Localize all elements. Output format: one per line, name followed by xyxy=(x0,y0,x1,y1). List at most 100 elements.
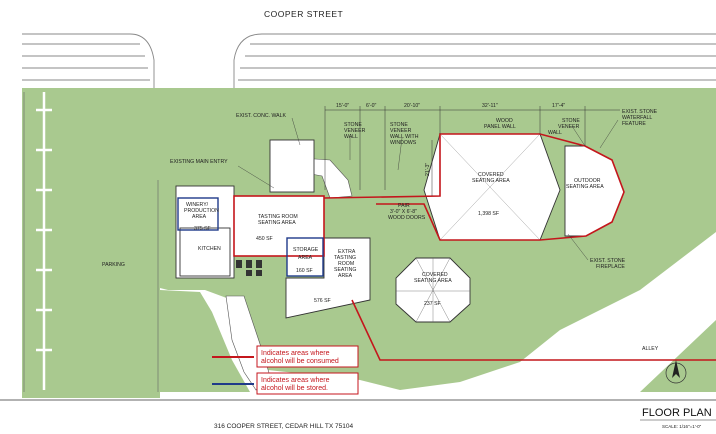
line: PANEL WALL xyxy=(484,124,516,130)
north-arrow-needle xyxy=(672,360,680,378)
line: VENEER xyxy=(558,124,580,130)
line: COVERED xyxy=(422,272,448,278)
line: VENEER xyxy=(344,128,366,134)
leader-lines xyxy=(237,117,619,261)
extra-tasting xyxy=(285,237,371,319)
room-kitchen: KITCHEN xyxy=(198,246,221,252)
line: SEATING xyxy=(334,267,356,273)
stored-outlines xyxy=(177,197,324,277)
callout-stone-veneer-2: STONE VENEER WALL xyxy=(548,118,581,136)
line: STONE xyxy=(562,118,580,124)
line: SEATING AREA xyxy=(414,278,452,284)
line: PAIR xyxy=(398,203,410,209)
leader xyxy=(237,165,275,189)
line: WINERY/ xyxy=(186,202,209,208)
line: AREA xyxy=(298,255,313,261)
line: WALL xyxy=(344,134,358,140)
room-covered-2: COVERED SEATING AREA xyxy=(414,272,452,284)
callout-wood-panel: WOOD PANEL WALL xyxy=(484,118,516,130)
line: SEATING AREA xyxy=(472,178,510,184)
fixture xyxy=(256,260,262,268)
consumed-alley-edge xyxy=(351,299,716,361)
room-extra-tasting-sf: 576 SF xyxy=(314,298,331,304)
line: AREA xyxy=(192,214,207,220)
room-covered-2-sf: 237 SF xyxy=(424,301,441,307)
line: AREA xyxy=(338,273,353,279)
parking-lines xyxy=(23,92,159,392)
diag xyxy=(439,133,541,241)
room-storage-sf: 160 SF xyxy=(296,268,313,274)
line: alcohol will be consumed xyxy=(261,358,339,365)
curb-right xyxy=(233,33,716,88)
line: WOOD xyxy=(496,118,513,124)
line: FEATURE xyxy=(622,121,646,127)
covered-diagonals xyxy=(439,133,541,241)
dim-2: 6'-0" xyxy=(366,103,376,109)
parking-label: PARKING xyxy=(102,262,125,268)
leader xyxy=(599,119,619,149)
fixture xyxy=(256,270,262,276)
fixture xyxy=(246,270,252,276)
line: Indicates areas where xyxy=(261,350,330,357)
room-tasting: TASTING ROOM SEATING AREA xyxy=(258,214,299,226)
spoke xyxy=(415,257,451,323)
kitchen-fixtures xyxy=(236,260,262,276)
legend-stored-box xyxy=(256,372,359,395)
line: TASTING xyxy=(334,255,356,261)
line: WATERFALL xyxy=(622,115,652,121)
lawn-left-strip xyxy=(22,88,160,398)
leader xyxy=(291,117,301,146)
room-outdoor: OUTDOOR SEATING AREA xyxy=(566,178,604,190)
callout-stone-veneer-1: STONE VENEER WALL xyxy=(344,122,367,140)
line: WALL WITH xyxy=(390,134,419,140)
line: WOOD DOORS xyxy=(388,215,426,221)
room-storage: STORAGE AREA xyxy=(293,247,320,261)
gazebo-spokes xyxy=(396,257,470,323)
alley-label: ALLEY xyxy=(642,346,659,352)
fixture xyxy=(236,260,242,268)
callout-waterfall: EXIST. STONE WATERFALL FEATURE xyxy=(622,109,659,127)
entry-vestibule xyxy=(269,139,315,193)
line: WINDOWS xyxy=(390,140,417,146)
line: STORAGE xyxy=(293,247,319,253)
line: SEATING AREA xyxy=(566,184,604,190)
leader xyxy=(397,137,403,171)
line: OUTDOOR xyxy=(574,178,601,184)
dimension-chain xyxy=(324,106,620,196)
dim-3: 20'-10" xyxy=(404,103,420,109)
line: WALL xyxy=(548,130,562,136)
line: COVERED xyxy=(478,172,504,178)
line: PRODUCTION xyxy=(184,208,219,214)
line: 3'-0" X 6'-8" xyxy=(390,209,417,215)
stored-storage xyxy=(286,237,324,277)
street-lines xyxy=(22,33,716,88)
curb-left xyxy=(22,33,155,88)
callout-pair-doors: PAIR 3'-0" X 6'-8" WOOD DOORS xyxy=(388,203,426,221)
line: SEATING AREA xyxy=(258,220,296,226)
street-name: COOPER STREET xyxy=(264,9,343,19)
dim-5: 17'-4" xyxy=(552,103,565,109)
callout-main-entry: EXISTING MAIN ENTRY xyxy=(170,159,228,165)
legend-consumed-box xyxy=(256,345,359,368)
lawn-bottom-left xyxy=(160,290,250,392)
dim-vertical: 21'-3" xyxy=(425,163,431,176)
north-arrow-icon xyxy=(665,360,687,384)
stored-winery xyxy=(177,197,219,231)
legend xyxy=(212,345,359,395)
lawn-bottom-right xyxy=(370,320,716,392)
room-winery-sf: 375 SF xyxy=(194,226,211,232)
dim-4: 32'-11" xyxy=(482,103,498,109)
line: Indicates areas where xyxy=(261,377,330,384)
line: EXIST. STONE xyxy=(622,109,658,115)
line: EXTRA xyxy=(338,249,356,255)
room-winery: WINERY/ PRODUCTION AREA xyxy=(184,202,220,220)
line: alcohol will be stored. xyxy=(261,385,328,392)
covered-seating-main xyxy=(423,133,561,241)
callout-stone-veneer-windows: STONE VENEER WALL WITH WINDOWS xyxy=(390,122,420,146)
legend-consumed-text: Indicates areas where alcohol will be co… xyxy=(261,350,339,365)
room-covered-1-sf: 1,398 SF xyxy=(478,211,499,217)
drawing-scale: SCALE: 1/16"=1'-0" xyxy=(662,424,702,429)
line: VENEER xyxy=(390,128,412,134)
line: STONE xyxy=(390,122,408,128)
